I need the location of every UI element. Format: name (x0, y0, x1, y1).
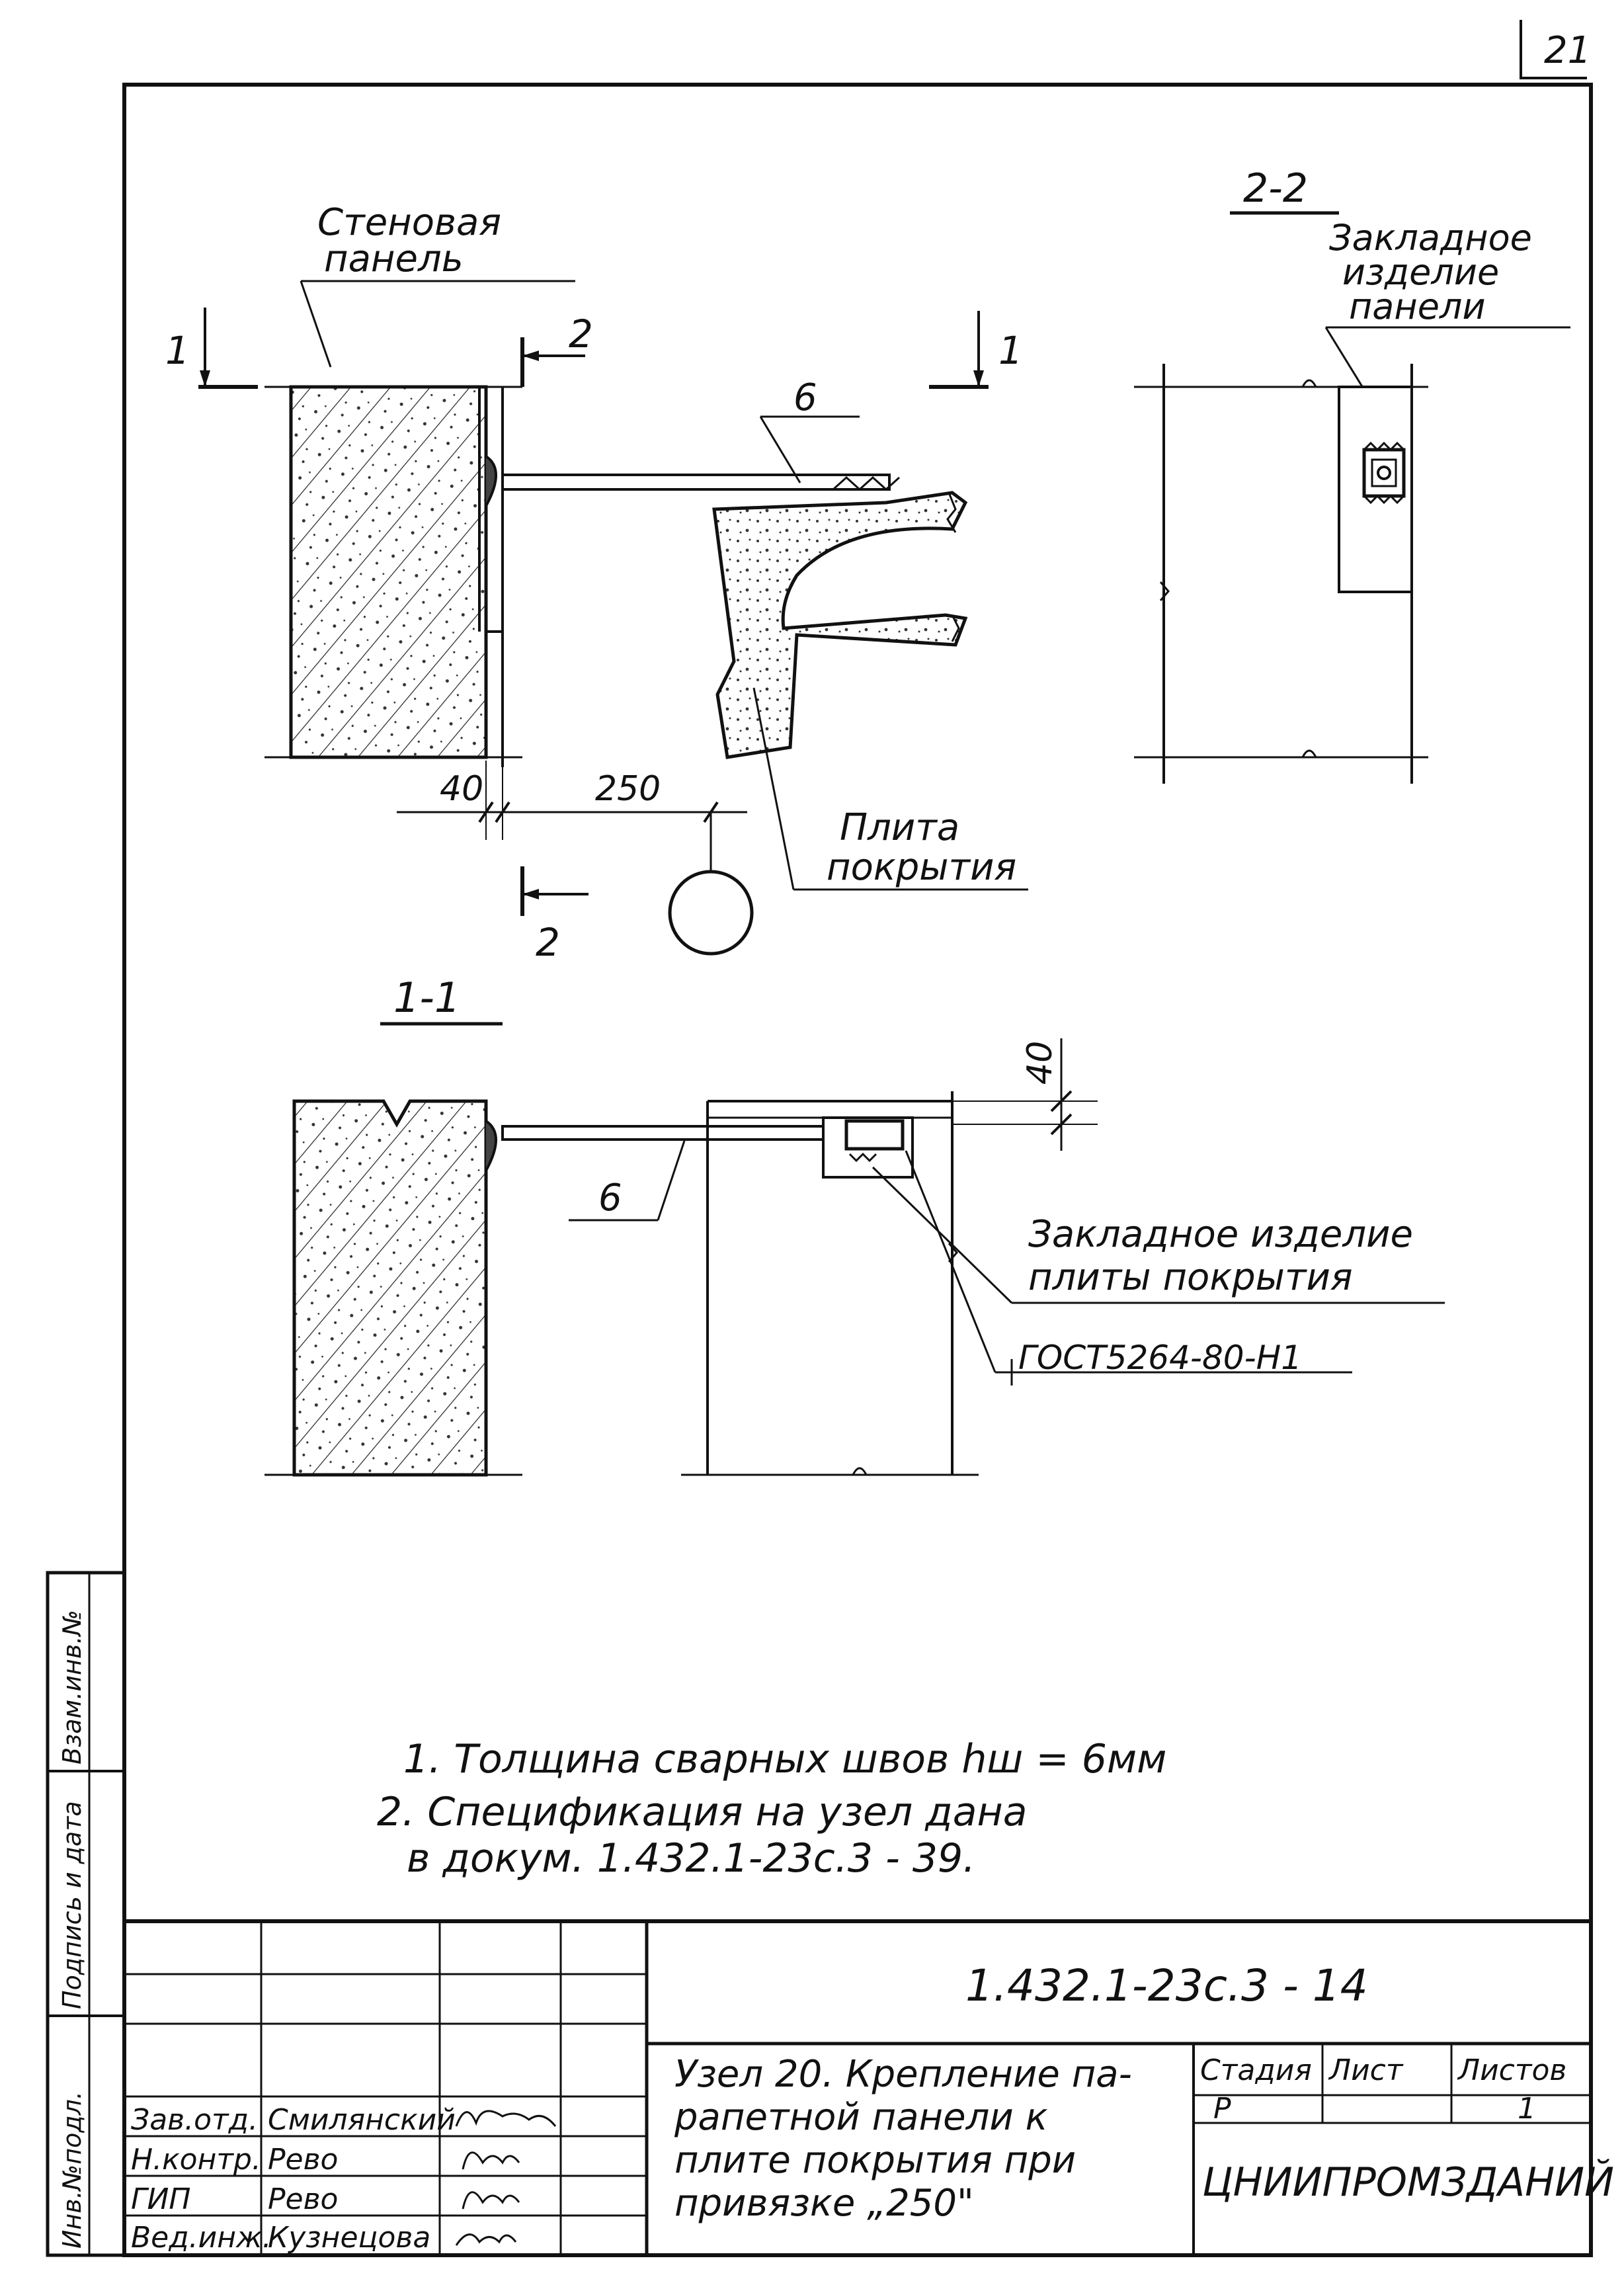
title-line-4: привязке „250" (674, 2182, 974, 2225)
section-mark-2-top: 2 (520, 311, 593, 387)
svg-text:2: 2 (536, 920, 560, 965)
col-stage: Стадия (1200, 2053, 1312, 2087)
dim-250: 250 (595, 769, 661, 809)
col-sheets: Листов (1457, 2053, 1566, 2087)
roof-slab-label-2: покрытия (827, 846, 1016, 889)
role-4: Вед.инж. (131, 2221, 272, 2255)
section-1-1-title: 1-1 (393, 974, 460, 1022)
section-2-2-view: 2-2 Закладное изделие панели (1134, 165, 1570, 784)
section-mark-2-bottom: 2 (520, 866, 589, 965)
role-2: Н.контр. (131, 2143, 261, 2177)
side-stamp: Инв.№подл. Подпись и дата Взам.инв.№ (46, 1571, 126, 2257)
roof-slab-callout: Плита покрытия (752, 687, 1028, 891)
dim-40-vertical: 40 (1020, 1041, 1060, 1085)
connecting-plate-6 (501, 474, 891, 491)
title-line-3: плите покрытия при (674, 2139, 1076, 2182)
sheets-value: 1 (1518, 2092, 1536, 2126)
wall-panel-label-1: Стеновая (317, 201, 501, 244)
title-block: 1.432.1-23с.3 - 14 Узел 20. Крепление па… (124, 1919, 1614, 2255)
roof-slab-label-1: Плита (840, 806, 959, 849)
embedded-panel-label-2: изделие (1342, 251, 1499, 293)
name-4: Кузнецова (268, 2221, 430, 2255)
embedded-panel-label-1: Закладное (1329, 217, 1532, 259)
section-2-2-title: 2-2 (1243, 165, 1308, 212)
dimension-line-horizontal: 40 250 (397, 761, 754, 956)
dim-40-horizontal: 40 (440, 769, 483, 809)
note-1: 1. Толщина сварных швов hш = 6мм (403, 1736, 1166, 1782)
drawing-frame (122, 83, 1593, 2257)
signature-1 (455, 2110, 557, 2127)
name-3: Рево (268, 2182, 338, 2216)
sheet-number: 21 (1544, 29, 1591, 72)
signature-4 (455, 2233, 517, 2246)
embedded-slab-label-1: Закладное изделие (1028, 1213, 1413, 1256)
wall-panel-label-2: панель (324, 237, 464, 280)
svg-text:1: 1 (998, 328, 1023, 373)
item-6-label-bottom: 6 (598, 1177, 622, 1220)
organization: ЦНИИПРОМЗДАНИЙ (1202, 2159, 1614, 2206)
elevation-view: 1 1 2 2 Стеновая панель (165, 201, 1028, 965)
note-3: в докум. 1.432.1-23с.3 - 39. (407, 1835, 975, 1882)
section-mark-1-left: 1 (165, 308, 258, 389)
weld-bead-slab (832, 476, 901, 491)
signature-3 (462, 2191, 520, 2210)
role-1: Зав.отд. (131, 2103, 258, 2137)
roof-slab-rib (712, 491, 968, 759)
stamp-replacement-inv: Взам.инв.№ (58, 1610, 87, 1764)
stamp-signature-date: Подпись и дата (58, 1801, 87, 2009)
title-line-2: рапетной панели к (674, 2096, 1048, 2139)
embedded-panel-label-3: панели (1349, 286, 1486, 327)
section-1-1-view: 1-1 40 6 Закладное изделие плиты п (264, 974, 1445, 1477)
weld-standard-label: ГОСТ5264-80-Н1 (1018, 1339, 1302, 1377)
name-2: Рево (268, 2143, 338, 2177)
role-3: ГИП (131, 2182, 191, 2216)
stamp-inv-original: Инв.№подл. (58, 2091, 87, 2249)
embedded-slab-label-2: плиты покрытия (1028, 1256, 1353, 1299)
title-line-1: Узел 20. Крепление па- (674, 2053, 1132, 2096)
axis-marker (668, 870, 754, 956)
wall-panel-elevation (264, 385, 522, 767)
stage-value: Р (1213, 2092, 1231, 2126)
general-notes: 1. Толщина сварных швов hш = 6мм 2. Спец… (377, 1736, 1166, 1882)
svg-text:6: 6 (793, 376, 817, 419)
note-2: 2. Спецификация на узел дана (377, 1789, 1028, 1835)
item-6-callout-top: 6 (759, 376, 860, 483)
section-mark-1-right: 1 (929, 311, 1023, 389)
name-1: Смилянский (268, 2103, 456, 2137)
svg-text:1: 1 (165, 328, 190, 373)
document-code: 1.432.1-23с.3 - 14 (965, 1960, 1368, 2011)
wall-panel-callout: Стеновая панель (300, 201, 575, 368)
sheet-number-corner: 21 (1520, 20, 1591, 79)
col-sheet: Лист (1328, 2053, 1404, 2087)
signature-2 (462, 2151, 520, 2170)
svg-text:2: 2 (569, 311, 593, 356)
